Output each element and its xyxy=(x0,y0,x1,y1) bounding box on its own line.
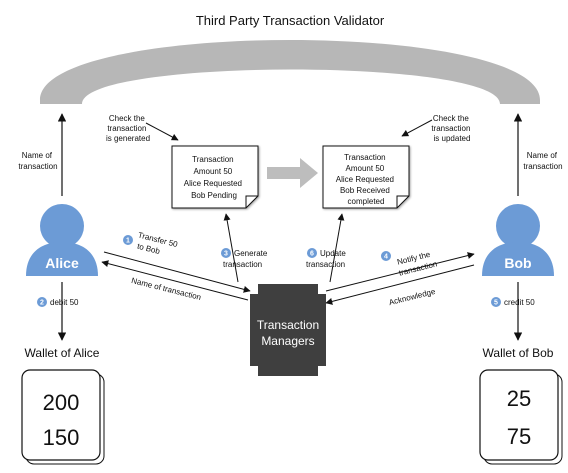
label-check-generated: Check the transaction is generated xyxy=(106,114,150,143)
svg-text:Transaction Amount 50: Transaction Amount 50 Alice Requested Bo… xyxy=(336,153,397,206)
svg-text:1: 1 xyxy=(126,238,130,245)
wallet-of-bob-label: Wallet of Bob xyxy=(483,346,554,360)
svg-text:debit 50: debit 50 xyxy=(50,298,79,307)
arrow-notify-bob xyxy=(325,252,475,292)
svg-text:Update transaction: Update transaction xyxy=(306,249,348,269)
step-2-badge xyxy=(37,297,47,307)
arrow-update-transaction xyxy=(329,213,345,283)
bob-balance-before: 25 xyxy=(507,386,531,411)
arrow-check-updated xyxy=(401,119,433,137)
svg-text:credit 50: credit 50 xyxy=(504,298,535,307)
svg-text:4: 4 xyxy=(384,254,388,261)
alice-name: Alice xyxy=(45,255,79,271)
label-name-of-transaction-right: Name of transaction xyxy=(523,151,562,171)
bob-name: Bob xyxy=(504,255,531,271)
wallet-alice-card: 200 150 xyxy=(21,369,105,465)
validator-arch xyxy=(40,40,540,104)
manager-label-line1: Transaction xyxy=(257,318,319,332)
progress-arrow xyxy=(267,158,318,188)
step-3-label: 3 Generate transaction xyxy=(221,248,270,269)
svg-text:Transaction Amount 50: Transaction Amount 50 Alice Requested Bo… xyxy=(184,155,245,200)
step-5-badge xyxy=(491,297,501,307)
svg-text:Transfer 50 to Bob: Transfer 50 to Bob xyxy=(134,230,180,260)
svg-text:2: 2 xyxy=(40,300,44,307)
alice-balance-after: 150 xyxy=(43,425,80,450)
bob-person-icon: Bob xyxy=(482,204,554,276)
wallet-of-alice-label: Wallet of Alice xyxy=(25,346,100,360)
step-5-label: 5 credit 50 xyxy=(491,297,535,307)
step-6-badge xyxy=(307,248,317,258)
arrow-manager-to-alice xyxy=(101,260,249,301)
arrow-generate-transaction xyxy=(223,213,239,283)
label-check-updated: Check the transaction is updated xyxy=(431,114,472,143)
document-pending: Transaction Amount 50 Alice Requested Bo… xyxy=(171,145,259,209)
arrow-acknowledge xyxy=(325,264,475,305)
wallet-bob-card: 25 75 xyxy=(479,369,563,465)
label-acknowledge: Acknowledge xyxy=(388,287,437,307)
svg-text:6: 6 xyxy=(310,251,314,258)
document-completed: Transaction Amount 50 Alice Requested Bo… xyxy=(322,145,410,209)
step-2-label: 2 debit 50 xyxy=(37,297,79,307)
alice-person-icon: Alice xyxy=(26,204,98,276)
step-3-badge xyxy=(221,248,231,258)
svg-text:5: 5 xyxy=(494,300,498,307)
transaction-managers-box: Transaction Managers xyxy=(250,284,326,376)
step-1-label: 1 Transfer 50 to Bob xyxy=(123,230,180,260)
step-4-label: 4 Notify the transaction xyxy=(381,249,438,278)
step-1-badge xyxy=(123,235,133,245)
arrow-check-generated xyxy=(145,122,179,141)
arrow-transfer-to-manager xyxy=(103,251,251,293)
alice-balance-before: 200 xyxy=(43,390,80,415)
svg-text:Notify the transaction: Notify the transaction xyxy=(395,249,438,278)
step-4-badge xyxy=(381,251,391,261)
diagram-title: Third Party Transaction Validator xyxy=(196,13,385,28)
label-name-of-transaction-left: Name of transaction xyxy=(18,151,57,171)
manager-label-line2: Managers xyxy=(261,334,314,348)
step-6-label: 6 Update transaction xyxy=(306,248,348,269)
bob-balance-after: 75 xyxy=(507,424,531,449)
label-name-of-transaction-mid: Name of transaction xyxy=(130,276,202,302)
svg-text:Generate transaction: Generate transaction xyxy=(223,249,270,269)
svg-text:3: 3 xyxy=(224,251,228,258)
